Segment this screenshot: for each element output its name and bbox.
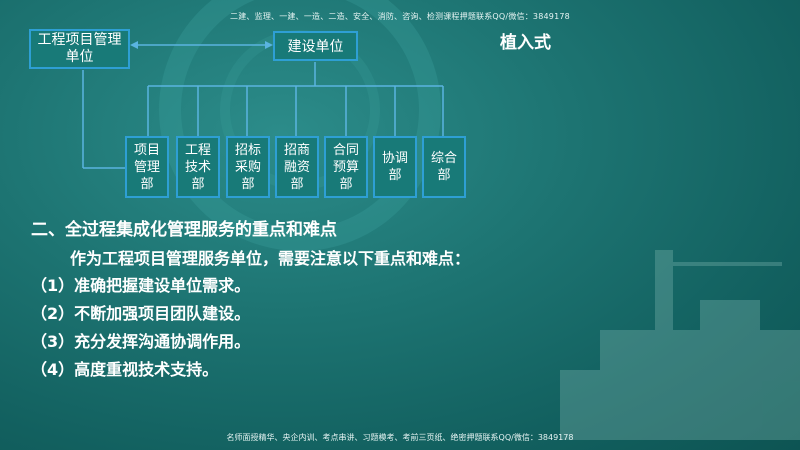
department-box: 招商融资部	[275, 136, 319, 198]
bottom-notice: 名师面授精华、央企内训、考点串讲、习题模考、考前三页纸、绝密押题联系QQ/微信：…	[226, 433, 574, 442]
department-box: 项目管理部	[125, 136, 169, 198]
list-item: （1）准确把握建设单位需求。	[31, 276, 251, 295]
department-box: 工程技术部	[176, 136, 220, 198]
list-item: （3）充分发挥沟通协调作用。	[31, 332, 251, 351]
section-heading: 二、全过程集成化管理服务的重点和难点	[31, 220, 337, 240]
department-box: 综合部	[422, 136, 466, 198]
main-box: 工程项目管理单位	[29, 29, 130, 69]
top-notice: 二建、监理、一建、一造、二造、安全、消防、咨询、检测课程押题联系QQ/微信：38…	[230, 12, 570, 21]
owner-box: 建设单位	[273, 31, 358, 61]
list-item: （4）高度重视技术支持。	[31, 360, 219, 379]
department-box: 招标采购部	[226, 136, 270, 198]
list-item: （2）不断加强项目团队建设。	[31, 304, 251, 323]
intro-text: 作为工程项目管理服务单位，需要注意以下重点和难点：	[70, 249, 471, 268]
department-box: 协调部	[373, 136, 417, 198]
slide-tag: 植入式	[500, 33, 551, 53]
department-box: 合同预算部	[324, 136, 368, 198]
construction-silhouette	[560, 250, 800, 440]
